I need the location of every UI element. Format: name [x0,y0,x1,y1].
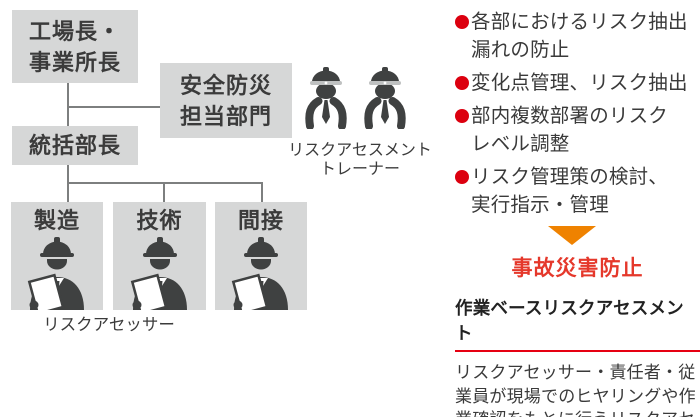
outcome-label: 事故災害防止 [511,257,644,280]
benefit-item-line1: 部内複数部署のリスク [471,105,669,127]
box-plant-manager: 工場長・ 事業所長 [12,10,138,83]
benefit-item-line1: 各部におけるリスク抽出 [471,11,688,33]
down-arrow-icon [548,226,596,245]
benefit-item: 各部におけるリスク抽出 漏れの防止 [455,8,700,64]
box-plant-manager-line2: 事業所長 [28,49,121,75]
benefit-item-line2: レベル調整 [471,133,570,155]
box-dept-technology: 技術 [113,202,206,316]
box-safety-department: 安全防災 担当部門 [160,63,292,138]
worker-standing-icon [358,67,412,134]
worker-clipboard-icon [227,234,295,318]
box-general-manager: 統括部長 [12,126,138,165]
connector-top-to-manager [67,83,69,126]
benefit-item: 部内複数部署のリスク レベル調整 [455,102,700,158]
benefit-item-line2: 実行指示・管理 [471,194,609,216]
connector-to-safety-dept [67,106,160,108]
red-bullet-icon [455,170,469,184]
trainer-caption-line1: リスクアセスメント [288,142,432,159]
benefit-item: リスク管理策の検討、 実行指示・管理 [455,163,700,219]
connector-dept2-stub [163,182,165,202]
box-dept-indirect: 間接 [215,202,307,316]
worker-clipboard-icon [23,234,91,318]
connector-horizontal-depts [67,182,263,184]
box-dept-manufacturing: 製造 [11,202,103,316]
benefits-list: 各部におけるリスク抽出 漏れの防止 変化点管理、リスク抽出 部内複数部署のリスク… [455,2,700,219]
definition-title: 作業ベースリスクアセスメント [455,295,700,352]
benefits-column: 各部におけるリスク抽出 漏れの防止 変化点管理、リスク抽出 部内複数部署のリスク… [455,2,700,417]
worker-standing-icon [299,67,353,134]
box-plant-manager-line1: 工場長・ [28,18,121,44]
box-dept-technology-label: 技術 [136,208,183,233]
box-general-manager-label: 統括部長 [28,133,121,158]
box-safety-department-line1: 安全防災 [179,72,272,98]
box-dept-manufacturing-label: 製造 [33,208,80,233]
trainer-caption-line2: トレーナー [319,161,400,178]
benefit-item-line1: リスク管理策の検討、 [471,166,669,188]
red-bullet-icon [455,15,469,29]
definition-body: リスクアセッサー・責任者・従業員が現場でのヒヤリングや作業確認をもとに行うリスク… [455,363,696,417]
benefit-item-line1: 変化点管理、リスク抽出 [471,72,688,94]
benefit-item: 変化点管理、リスク抽出 [455,69,700,97]
box-safety-department-line2: 担当部門 [179,103,272,129]
benefit-item-line2: 漏れの防止 [471,39,570,61]
red-bullet-icon [455,76,469,90]
trainer-caption: リスクアセスメント トレーナー [285,141,435,179]
box-dept-indirect-label: 間接 [237,208,284,233]
red-bullet-icon [455,109,469,123]
worker-clipboard-icon [126,234,194,318]
assessor-caption: リスクアセッサー [43,316,175,334]
connector-dept3-stub [261,182,263,202]
